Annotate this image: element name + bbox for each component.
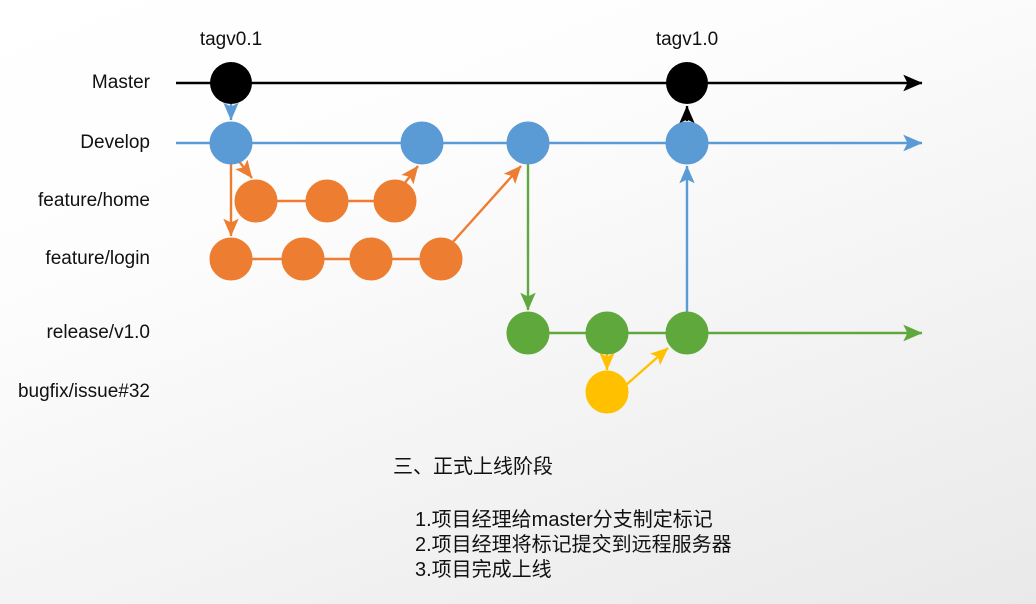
branch-label-release-v10: release/v1.0 <box>46 322 150 343</box>
commit-node-layer <box>209 62 709 414</box>
commit-node-feature-home[interactable] <box>234 179 278 223</box>
connector-feature-home-to-develop <box>401 165 419 185</box>
commit-node-release-v10[interactable] <box>506 311 550 355</box>
commit-node-feature-login[interactable] <box>349 237 393 281</box>
branch-connector-layer <box>223 102 695 386</box>
branch-label-develop: Develop <box>80 132 150 153</box>
connector-bugfix-to-release <box>625 347 669 386</box>
commit-node-master[interactable] <box>666 62 708 104</box>
connector-feature-login-to-develop <box>451 165 522 244</box>
branch-lane-layer <box>176 74 923 342</box>
commit-node-feature-home[interactable] <box>305 179 349 223</box>
commit-node-release-v10[interactable] <box>665 311 709 355</box>
branch-label-master: Master <box>91 72 150 93</box>
commit-node-release-v10[interactable] <box>585 311 629 355</box>
commit-node-develop[interactable] <box>400 121 444 165</box>
commit-node-develop[interactable] <box>209 121 253 165</box>
step-item-1: 1.项目经理给master分支制定标记 <box>415 509 713 531</box>
commit-node-bugfix-issue32[interactable] <box>585 370 629 414</box>
commit-node-feature-login[interactable] <box>419 237 463 281</box>
branch-label-feature-login: feature/login <box>45 248 150 269</box>
tag-label-tagv0-1: tagv0.1 <box>199 29 263 50</box>
commit-node-feature-home[interactable] <box>373 179 417 223</box>
step-item-3: 3.项目完成上线 <box>415 559 552 581</box>
step-item-2: 2.项目经理将标记提交到远程服务器 <box>415 534 732 556</box>
branch-label-bugfix-issue32: bugfix/issue#32 <box>17 381 150 402</box>
commit-node-master[interactable] <box>210 62 252 104</box>
branch-label-feature-home: feature/home <box>38 190 150 211</box>
commit-node-develop[interactable] <box>506 121 550 165</box>
connector-develop-to-feature-home <box>235 159 253 179</box>
tag-label-tagv1-0: tagv1.0 <box>655 29 719 50</box>
commit-node-develop[interactable] <box>665 121 709 165</box>
commit-node-feature-login[interactable] <box>209 237 253 281</box>
commit-node-feature-login[interactable] <box>281 237 325 281</box>
section-title: 三、正式上线阶段 <box>393 456 553 478</box>
